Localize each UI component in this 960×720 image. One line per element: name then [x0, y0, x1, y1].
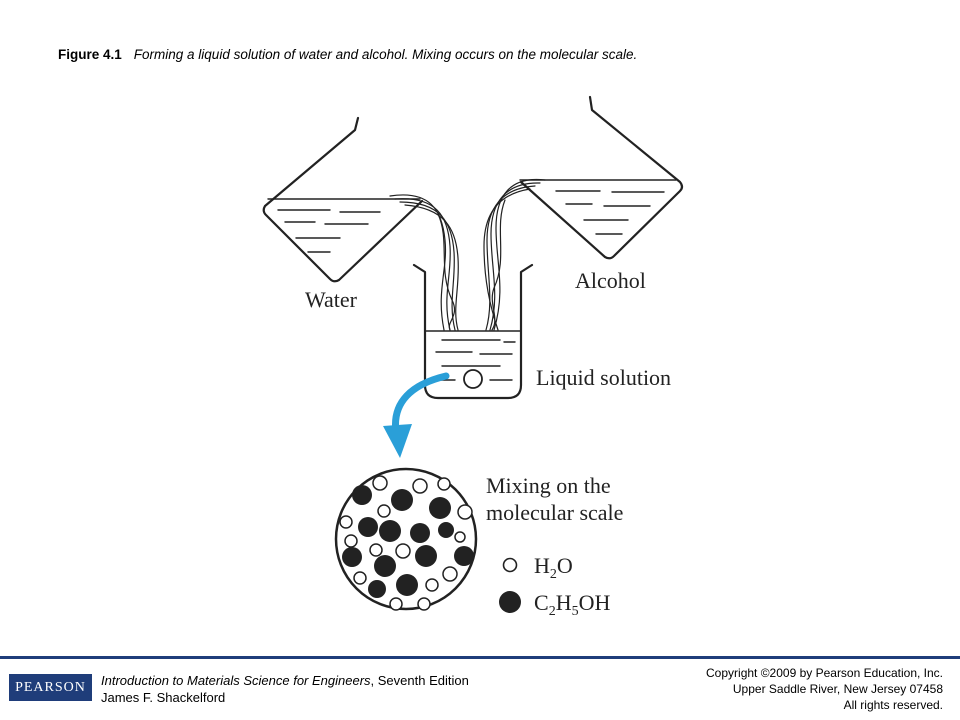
legend-ethanol-symbol	[499, 591, 521, 613]
water-stream	[389, 194, 459, 331]
figure-caption: Figure 4.1 Forming a liquid solution of w…	[58, 47, 637, 62]
liquid-solution-label: Liquid solution	[536, 365, 671, 390]
water-container	[262, 116, 424, 283]
legend-ethanol-label: C2H5OH	[534, 590, 610, 619]
rights-text: All rights reserved.	[843, 698, 943, 712]
zoom-arrow	[383, 372, 450, 458]
mixing-label-line2: molecular scale	[486, 500, 623, 525]
ethanol-molecules	[342, 485, 474, 598]
water-label: Water	[305, 287, 358, 312]
mixing-label-line1: Mixing on the	[486, 473, 611, 498]
figure-number: Figure 4.1	[58, 47, 122, 62]
legend-h2o-label: H2O	[534, 553, 573, 582]
publisher-address: Upper Saddle River, New Jersey 07458	[732, 682, 943, 696]
caption-text: Forming a liquid solution of water and a…	[133, 47, 638, 62]
book-title-line: Introduction to Materials Science for En…	[101, 672, 469, 689]
mixing-diagram: Water Alcohol Liquid solution Mixing on …	[262, 95, 684, 619]
book-author: James F. Shackelford	[101, 690, 226, 705]
pearson-logo: PEARSON	[9, 674, 92, 701]
alcohol-label: Alcohol	[575, 268, 646, 293]
legend-h2o-symbol	[502, 557, 518, 573]
alcohol-container	[519, 95, 684, 260]
footer-divider	[0, 656, 960, 659]
copyright-text: Copyright ©2009 by Pearson Education, In…	[706, 666, 943, 680]
water-molecules	[339, 475, 473, 611]
beaker	[412, 263, 534, 400]
molecular-view	[334, 467, 478, 611]
alcohol-stream	[483, 178, 546, 331]
book-title: Introduction to Materials Science for En…	[101, 673, 371, 688]
book-edition: , Seventh Edition	[370, 673, 469, 688]
book-info: Introduction to Materials Science for En…	[101, 672, 469, 706]
copyright-block: Copyright ©2009 by Pearson Education, In…	[706, 665, 943, 713]
